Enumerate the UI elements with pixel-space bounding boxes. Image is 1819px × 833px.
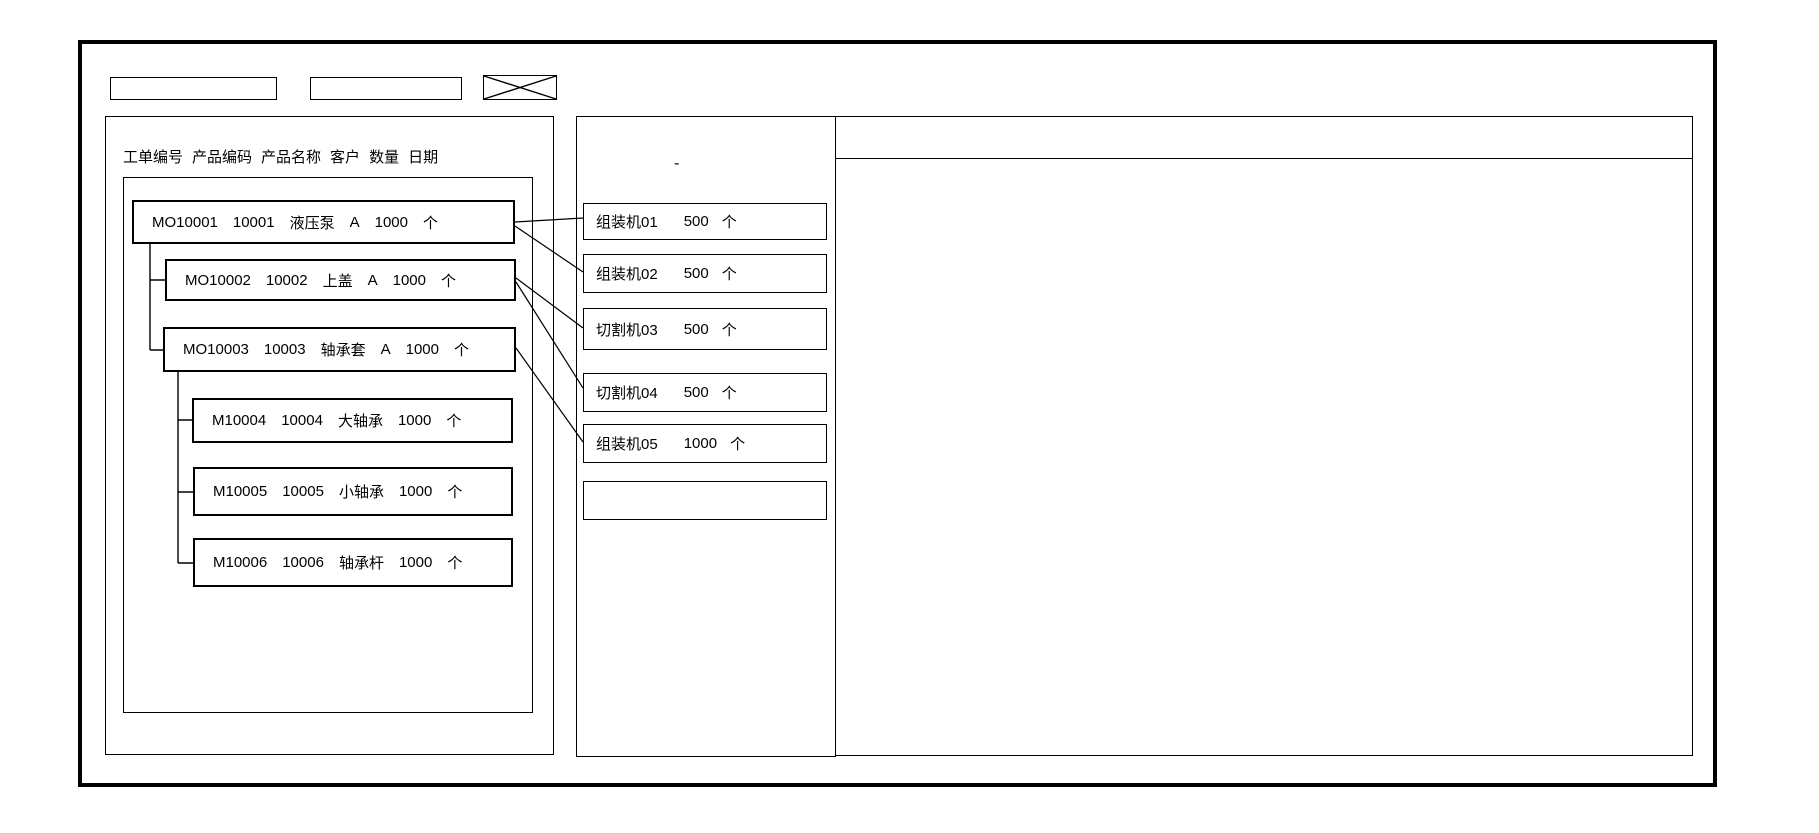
order-node-m10004[interactable]: M10004 10004 大轴承 1000 个 [192,398,513,443]
order-node-m10006[interactable]: M10006 10006 轴承杆 1000 个 [193,538,513,587]
unit: 个 [441,272,457,290]
qty: 1000 [398,483,433,500]
schedule-panel [836,116,1693,756]
toolbar-field-2[interactable] [310,77,462,100]
order-node-m10005[interactable]: M10005 10005 小轴承 1000 个 [193,467,513,516]
column-label-product-code: 产品编码 [192,149,253,166]
machine-name: 切割机04 [596,385,658,402]
close-x-icon [483,75,557,100]
machine-name: 组装机01 [596,214,658,231]
order-node-mo10003[interactable]: MO10003 10003 轴承套 A 1000 个 [163,327,516,372]
machine-slot-04[interactable]: 切割机04 500 个 [583,373,827,412]
column-label-order-no: 工单编号 [123,149,184,166]
qty: 1000 [392,271,426,289]
machine-qty: 1000 [683,435,718,452]
order-no: MO10001 [152,213,218,231]
customer: A [380,341,391,358]
order-no: M10006 [213,554,268,571]
customer: A [367,271,378,289]
product-name: 小轴承 [338,484,384,501]
column-label-product-name: 产品名称 [261,149,322,166]
customer: A [349,213,360,231]
qty: 1000 [398,554,433,571]
machine-qty: 500 [683,265,709,282]
machine-slot-empty[interactable] [583,481,827,520]
machine-unit: 个 [721,214,737,231]
product-code: 10006 [282,554,324,571]
schedule-header-rule [836,158,1693,159]
machine-qty: 500 [683,384,709,401]
order-tree-container [123,177,533,713]
product-name: 液压泵 [289,214,335,232]
stray-dash-mark: - [674,155,680,172]
unit: 个 [447,555,463,572]
product-name: 轴承杆 [338,555,384,572]
machine-qty: 500 [683,320,709,338]
order-node-mo10002[interactable]: MO10002 10002 上盖 A 1000 个 [165,259,516,301]
machine-slot-01[interactable]: 组装机01 500 个 [583,203,827,240]
machine-slot-03[interactable]: 切割机03 500 个 [583,308,827,350]
product-code: 10005 [282,483,324,500]
machine-name: 切割机03 [596,321,658,339]
machine-name: 组装机02 [596,266,658,283]
unit: 个 [454,342,470,359]
product-code: 10004 [281,412,323,429]
order-no: MO10003 [183,341,249,358]
order-no: MO10002 [185,271,251,289]
machine-unit: 个 [721,321,737,339]
machine-unit: 个 [730,436,746,453]
column-label-customer: 客户 [330,149,361,166]
toolbar-field-1[interactable] [110,77,277,100]
unit: 个 [446,413,462,430]
qty: 1000 [405,341,439,358]
column-label-qty: 数量 [369,149,400,166]
machine-name: 组装机05 [596,436,658,453]
order-columns-header: 工单编号 产品编码 产品名称 客户 数量 日期 [123,146,438,167]
machine-unit: 个 [721,266,737,283]
product-code: 10003 [263,341,306,358]
product-code: 10001 [232,213,275,231]
unit: 个 [447,484,463,501]
machine-unit: 个 [721,385,737,402]
product-name: 轴承套 [320,342,366,359]
qty: 1000 [374,213,408,231]
order-no: M10005 [213,483,268,500]
close-button[interactable] [483,75,557,100]
qty: 1000 [397,412,432,429]
product-name: 上盖 [322,272,353,290]
product-name: 大轴承 [337,413,383,430]
order-node-mo10001[interactable]: MO10001 10001 液压泵 A 1000 个 [132,200,515,244]
order-no: M10004 [212,412,267,429]
unit: 个 [423,214,439,232]
machine-slot-02[interactable]: 组装机02 500 个 [583,254,827,293]
machine-qty: 500 [683,213,709,230]
machine-slot-05[interactable]: 组装机05 1000 个 [583,424,827,463]
column-label-date: 日期 [408,149,439,166]
product-code: 10002 [265,271,308,289]
